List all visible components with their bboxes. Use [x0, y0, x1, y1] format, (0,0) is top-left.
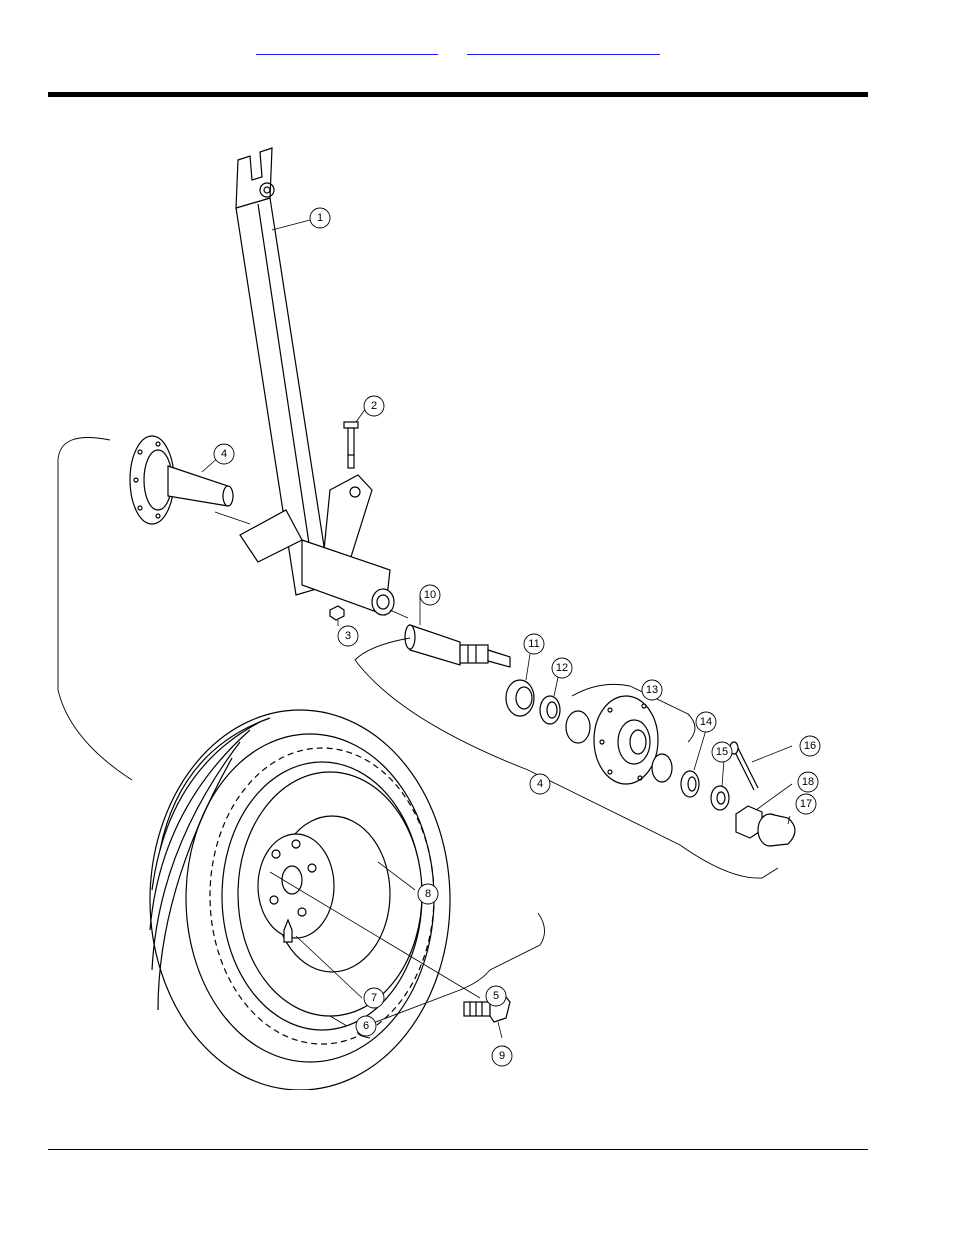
header-link-1[interactable] — [256, 40, 438, 55]
callout-label-6: 6 — [363, 1020, 369, 1032]
header-rule — [48, 92, 868, 97]
callout-label-16: 16 — [804, 740, 816, 752]
header-nav — [0, 40, 954, 60]
callout-label-5: 5 — [493, 990, 499, 1002]
callout-label-14: 14 — [700, 716, 712, 728]
spindle-shaft-part — [405, 625, 510, 667]
hub-part — [566, 696, 672, 784]
callout-label-7: 7 — [371, 992, 377, 1004]
callout-label-18: 18 — [802, 776, 814, 788]
callout-label-13: 13 — [646, 684, 658, 696]
callout-label-8: 8 — [425, 888, 431, 900]
footer-rule — [48, 1149, 868, 1150]
cotter-pin-part — [734, 748, 758, 790]
nut-part — [330, 606, 344, 620]
callout-label-9: 9 — [499, 1050, 505, 1062]
bolt-part — [344, 422, 358, 468]
seal-part — [506, 680, 534, 716]
callout-label-4b: 4 — [537, 778, 543, 790]
exploded-view-drawing: 1 2 3 4 4 5 6 7 8 9 10 11 12 13 14 15 16… — [40, 130, 840, 1090]
washer-part — [711, 786, 729, 810]
parts-diagram: 1 2 3 4 4 5 6 7 8 9 10 11 12 13 14 15 16… — [40, 130, 840, 1090]
callout-label-1: 1 — [317, 212, 323, 224]
callout-label-3: 3 — [345, 630, 351, 642]
callout-label-12: 12 — [556, 662, 568, 674]
callout-label-4a: 4 — [221, 448, 227, 460]
callout-label-2: 2 — [371, 400, 377, 412]
callout-label-15: 15 — [716, 746, 728, 758]
callout-label-17: 17 — [800, 798, 812, 810]
wheel-rim-part — [238, 772, 422, 1016]
callout-label-10: 10 — [424, 589, 436, 601]
callout-label-11: 11 — [528, 638, 539, 650]
header-link-2[interactable] — [467, 40, 660, 55]
